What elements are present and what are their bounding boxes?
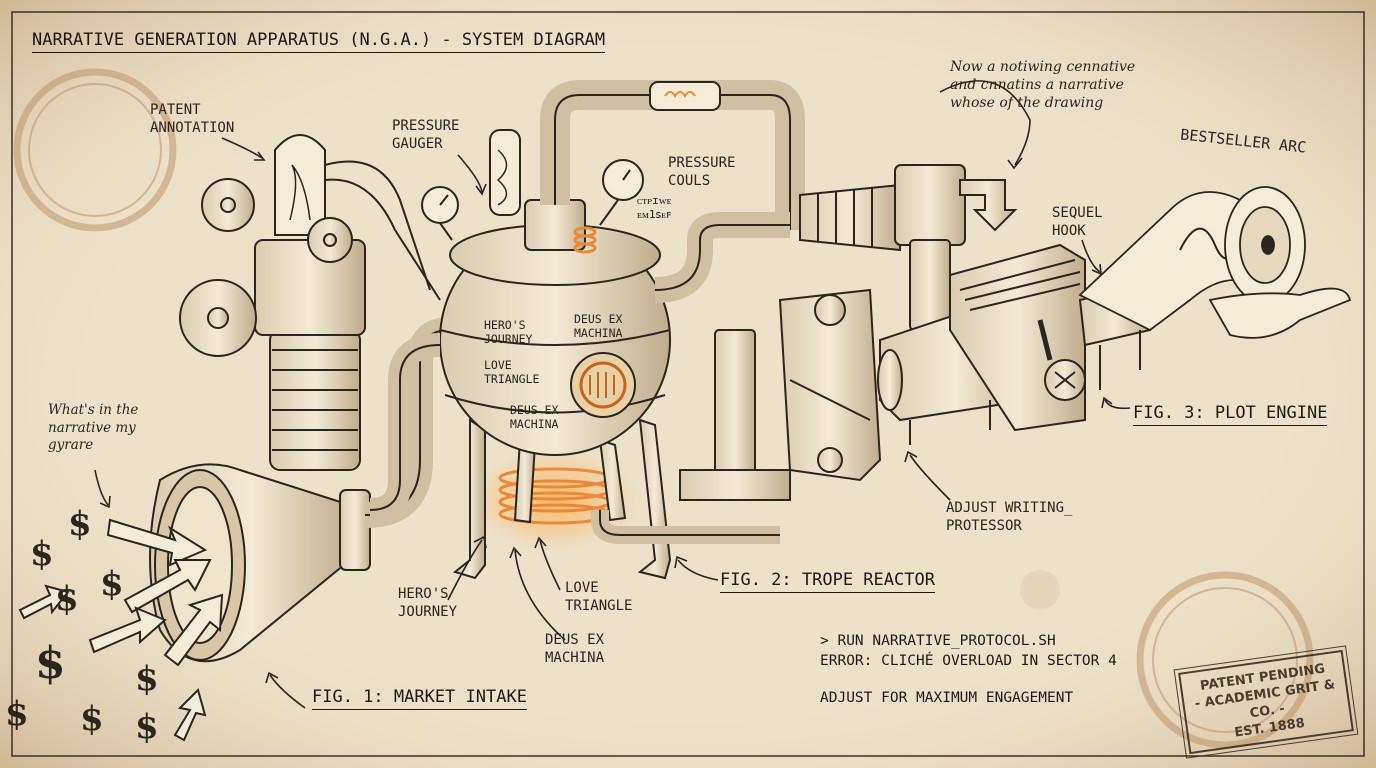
fig1-market-intake-caption: FIG. 1: MARKET INTAKE	[312, 687, 527, 710]
terminal-error-line: ERROR: CLICHÉ OVERLOAD IN SECTOR 4	[820, 652, 1117, 669]
money-symbol: $	[68, 504, 92, 544]
money-symbol: $	[135, 707, 159, 747]
fig3-plot-engine-caption: FIG. 3: PLOT ENGINE	[1133, 403, 1328, 426]
funnel-collar	[339, 489, 371, 571]
money-inflow-arrows	[18, 518, 224, 742]
gear-housing	[254, 239, 366, 336]
handwritten-note-left: What's in the narrative my gyrare	[48, 402, 139, 454]
terminal-output: > RUN NARRATIVE_PROTOCOL.SH ERROR: CLICH…	[820, 632, 1117, 709]
page-border	[11, 11, 1365, 757]
press-frame	[778, 288, 882, 482]
bellows-horizontal	[799, 183, 901, 252]
terminal-adjust-line: ADJUST FOR MAXIMUM ENGAGEMENT	[820, 690, 1074, 707]
annotation-arrows	[94, 80, 1131, 709]
reactor-vessel	[421, 129, 672, 580]
money-symbol: $	[80, 699, 104, 739]
patent-bulb	[274, 134, 326, 236]
fig2-trope-reactor-caption: FIG. 2: TROPE REACTOR	[720, 570, 935, 593]
money-symbol: $	[5, 694, 29, 734]
pressure-gauger-label: PRESSURE GAUGER	[392, 118, 460, 152]
money-symbol: $	[30, 534, 54, 574]
overhead-piping	[369, 80, 805, 544]
terminal-command-line: > RUN NARRATIVE_PROTOCOL.SH	[820, 633, 1056, 649]
plot-press-linkage	[679, 164, 1018, 501]
money-symbol: $	[55, 579, 79, 619]
reactor-label-love-triangle: LOVE TRIANGLE	[484, 358, 540, 387]
coffee-stain-topleft	[13, 68, 177, 232]
pressure-couls-label: PRESSURE COULS	[668, 155, 736, 189]
reactor-label-deus-ex-machina-top: DEUS EX MACHINA	[574, 312, 623, 341]
adjust-writing-label: ADJUST WRITING_ PROTESSOR	[946, 500, 1073, 534]
coffee-stain-bottomright	[1136, 571, 1314, 749]
money-symbol: $	[100, 564, 124, 604]
money-symbol: $	[35, 638, 66, 689]
bestseller-scroll	[1078, 186, 1352, 339]
money-symbols: $ $ $ $ $ $ $ $ $	[5, 504, 159, 747]
money-symbol: $	[135, 659, 159, 699]
heat-label-heros-journey: HERO'S JOURNEY	[398, 586, 458, 620]
handwritten-note-top: Now a notiwing cennative and cnnatins a …	[950, 59, 1136, 112]
coffee-stain-small	[1020, 570, 1060, 610]
patent-annotation-label: PATENT ANNOTATION	[150, 102, 235, 136]
heat-label-deus-ex-machina: DEUS EX MACHINA	[545, 632, 605, 666]
sequel-hook-label: SEQUEL HOOK	[1052, 205, 1103, 239]
lid-coil	[573, 226, 597, 254]
bellows-ribs	[272, 349, 358, 451]
reactor-label-heros-journey: HERO'S JOURNEY	[484, 318, 533, 347]
reactor-label-deus-ex-machina-bottom: DEUS EX MACHINA	[510, 403, 559, 432]
heat-label-love-triangle: LOVE TRIANGLE	[565, 580, 633, 614]
gauge-scribble-label: ᴄᴛᴘɪᴡᴇ ᴇᴍ1ꜱᴇꜰ	[637, 194, 672, 221]
plot-engine	[877, 243, 1152, 445]
diagram-title: NARRATIVE GENERATION APPARATUS (N.G.A.) …	[32, 30, 606, 53]
